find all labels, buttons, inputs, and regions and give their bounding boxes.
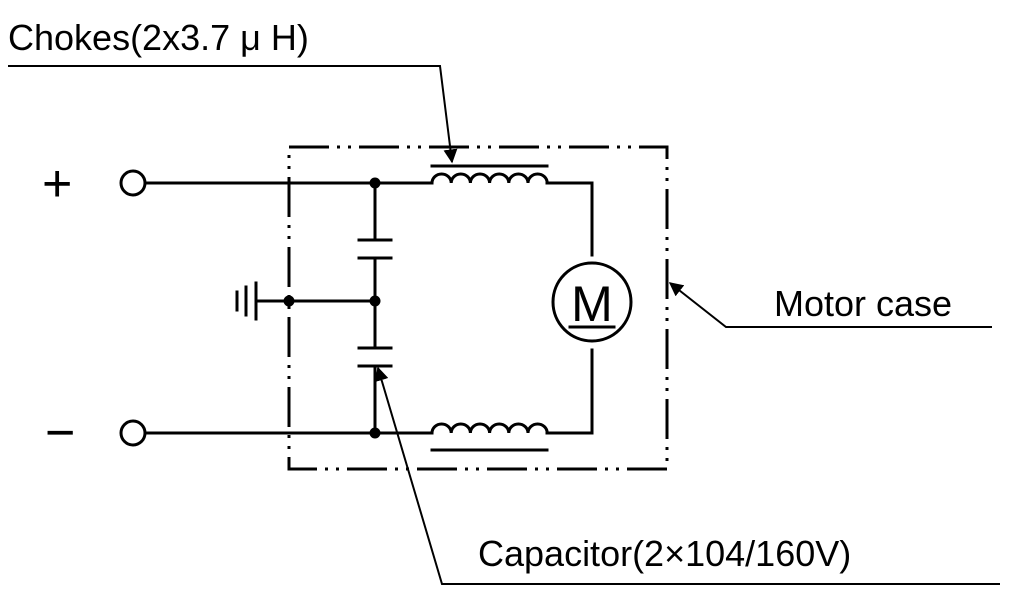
motor-icon: M: [551, 261, 633, 343]
bottom-choke: [430, 422, 549, 452]
motor-case-outline: [287, 145, 669, 471]
junction-dot: [369, 177, 381, 189]
junction-dot: [283, 295, 295, 307]
capacitor-icon: [357, 238, 393, 260]
top-choke: [430, 164, 549, 185]
negative-terminal: [119, 419, 147, 447]
positive-terminal: [119, 169, 147, 197]
capacitor-label: Capacitor(2×104/160V): [478, 533, 851, 574]
bottom-right-wire: [545, 348, 594, 435]
chokes-leader: [8, 65, 458, 164]
chokes-label: Chokes(2x3.7 μ H): [8, 17, 309, 58]
motor-label: M: [571, 276, 613, 332]
inductor-icon: [430, 422, 549, 435]
positive-terminal-label: +: [42, 155, 72, 213]
inductor-icon: [430, 172, 549, 185]
motor-case-label: Motor case: [774, 283, 952, 324]
motor-case-leader: [668, 282, 992, 328]
capacitor-leader: [374, 366, 1000, 585]
junction-dot: [369, 295, 381, 307]
negative-terminal-label: −: [45, 404, 75, 462]
junction-dot: [369, 427, 381, 439]
ground-icon: [235, 281, 258, 321]
capacitor-icon: [357, 346, 393, 368]
top-right-wire: [545, 181, 594, 257]
